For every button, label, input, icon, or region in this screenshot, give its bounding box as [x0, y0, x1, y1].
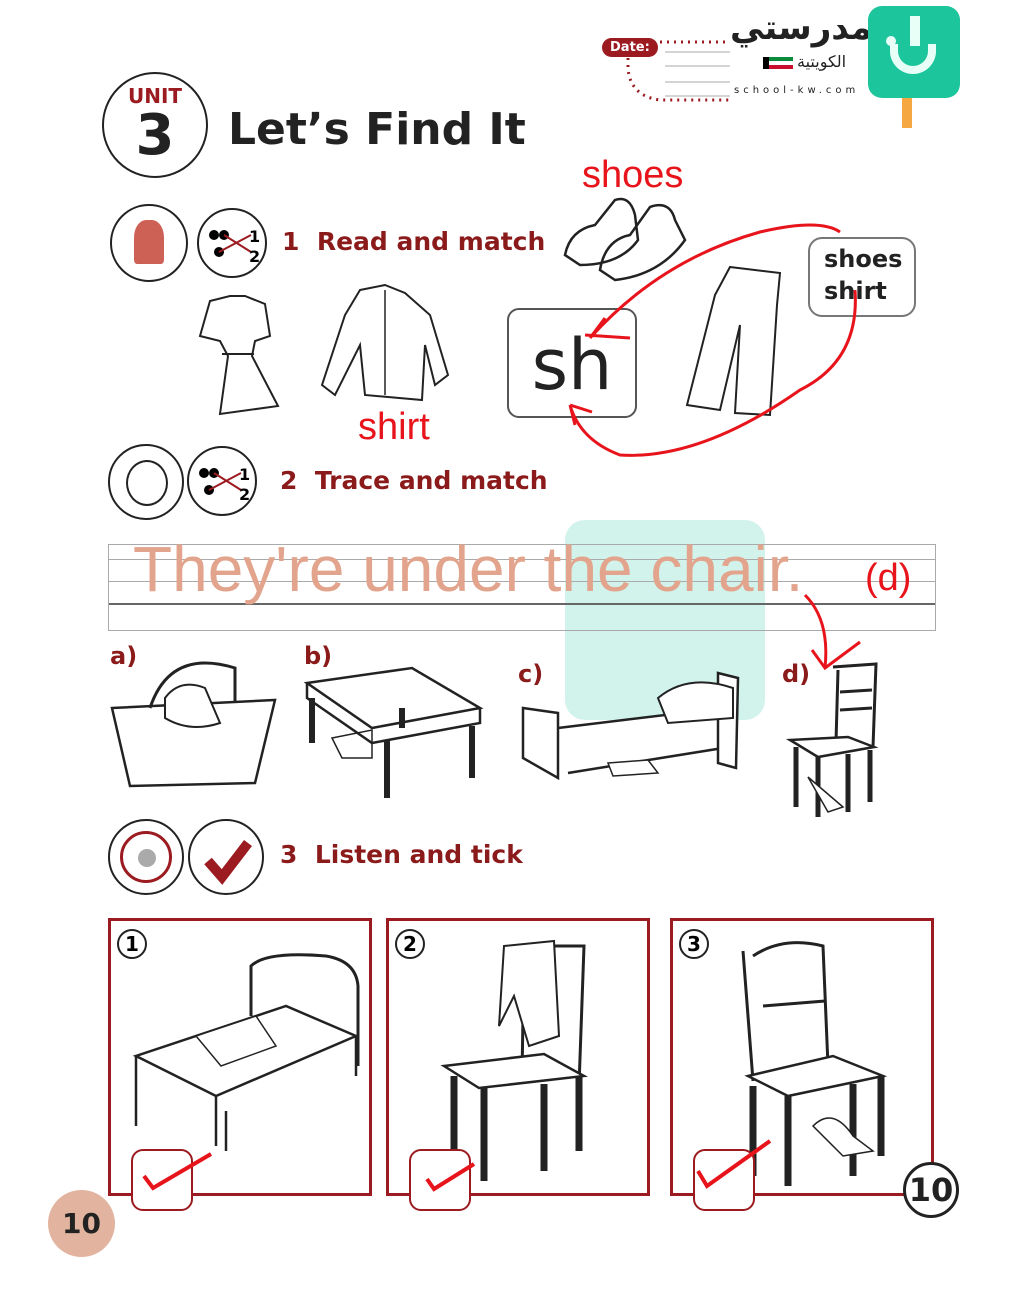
box-number: 3 — [679, 929, 709, 959]
brand-logo-icon — [868, 6, 960, 128]
svg-text:1: 1 — [249, 227, 260, 246]
label-d: d) — [782, 660, 811, 688]
brand-arabic: مدرستي — [730, 8, 872, 48]
tick-mark — [696, 1139, 772, 1189]
unit-label: UNIT — [127, 84, 183, 108]
label-b: b) — [304, 642, 333, 670]
sound-box: sh — [507, 308, 637, 418]
character-icon — [108, 444, 184, 520]
kuwait-flag-icon — [763, 57, 793, 69]
svg-text:1: 1 — [239, 465, 250, 484]
table-image — [303, 666, 484, 798]
option-shoes: shoes — [824, 245, 903, 273]
box-number: 1 — [117, 929, 147, 959]
section1-title: 1 Read and match — [282, 227, 546, 256]
listen-box-2: 2 — [386, 918, 650, 1211]
brand-url: school-kw.com — [734, 85, 860, 96]
answer-arrow — [803, 593, 861, 671]
label-c: c) — [518, 660, 544, 688]
chair-with-shoes-image — [741, 941, 888, 1186]
date-lines — [626, 40, 730, 102]
annotation-shoes: shoes — [582, 154, 684, 196]
sound-text: sh — [531, 324, 613, 406]
section3-title: 3 Listen and tick — [280, 840, 523, 869]
match-annotation-arrow — [568, 223, 857, 457]
page-number: 10 — [48, 1190, 115, 1257]
unit-number: 3 — [135, 103, 175, 168]
listen-box-1: 1 — [108, 918, 372, 1211]
bed-with-clothes-image — [132, 953, 360, 1151]
svg-text:2: 2 — [249, 247, 260, 266]
tick-mark — [425, 1162, 476, 1192]
box-number: 2 — [395, 929, 425, 959]
tick-icon — [188, 819, 264, 895]
tick-box-2[interactable] — [409, 1149, 471, 1211]
basket-image — [110, 661, 277, 788]
label-a: a) — [110, 642, 138, 670]
tick-mark — [142, 1152, 213, 1191]
chair-with-jeans-image — [440, 939, 589, 1181]
dress-image — [198, 295, 280, 416]
chair-image — [785, 662, 879, 817]
trousers-image — [685, 265, 782, 417]
brand-country: الكويتية — [797, 52, 847, 71]
section2-title: 2 Trace and match — [280, 466, 548, 495]
annotation-shirt: shirt — [358, 406, 430, 448]
shoes-image — [563, 197, 687, 282]
date-badge: Date: — [602, 38, 658, 57]
tick-box-1[interactable] — [131, 1149, 193, 1211]
listen-box-3: 3 — [670, 918, 934, 1211]
shirt-image — [320, 283, 450, 402]
page-badge: 10 — [903, 1162, 959, 1218]
bed-image — [521, 671, 740, 781]
reading-girl-icon — [110, 204, 188, 282]
svg-text:2: 2 — [239, 485, 250, 504]
unit-badge: UNIT 3 — [102, 72, 208, 178]
page-title: Let’s Find It — [228, 104, 526, 155]
tracing-area: They're under the chair. (d) — [108, 533, 936, 631]
trace-sentence: They're under the chair. — [133, 533, 804, 605]
trace-answer: (d) — [865, 557, 912, 599]
listen-icon — [108, 819, 184, 895]
